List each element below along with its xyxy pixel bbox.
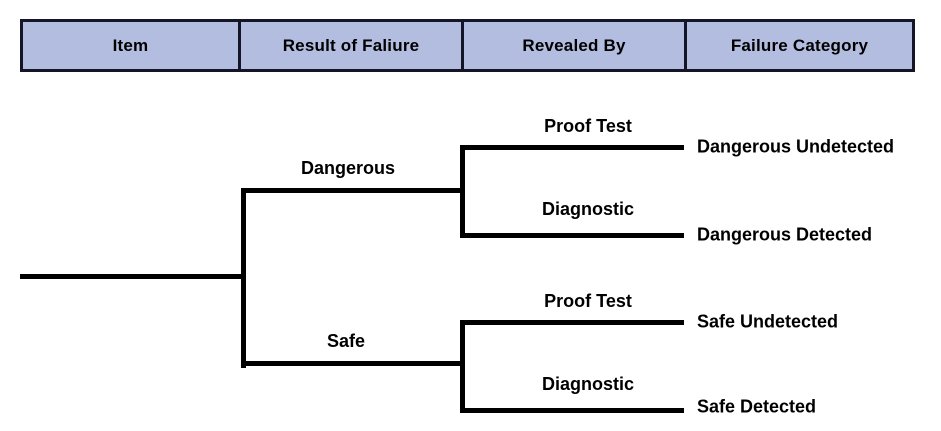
failure-category-safe-detected: Safe Detected <box>697 396 817 417</box>
revealed-by-label-diagnostic-dangerous: Diagnostic <box>541 199 635 219</box>
trunk-vertical-line <box>241 188 246 368</box>
leaf-line-dangerous-detected <box>460 233 684 238</box>
revealed-by-label-diagnostic-safe: Diagnostic <box>541 374 635 394</box>
column-header-item: Item <box>23 22 241 69</box>
revealed-by-label-proof-test-dangerous: Proof Test <box>544 116 632 136</box>
branch-label-dangerous: Dangerous <box>300 158 396 178</box>
subtrunk-vertical-line-dangerous <box>460 145 465 238</box>
branch-line-dangerous <box>241 188 465 193</box>
failure-classification-header-table: Item Result of Faliure Revealed By Failu… <box>20 19 915 72</box>
column-header-result-of-failure: Result of Faliure <box>241 22 464 69</box>
failure-category-dangerous-detected: Dangerous Detected <box>697 224 873 245</box>
leaf-line-dangerous-undetected <box>460 145 684 150</box>
leaf-line-safe-detected <box>460 408 684 413</box>
failure-category-safe-undetected: Safe Undetected <box>697 311 839 332</box>
subtrunk-vertical-line-safe <box>460 320 465 413</box>
branch-label-safe: Safe <box>326 331 366 351</box>
leaf-line-safe-undetected <box>460 320 684 325</box>
root-connector-line <box>20 274 246 279</box>
failure-category-dangerous-undetected: Dangerous Undetected <box>697 136 895 157</box>
column-header-failure-category: Failure Category <box>687 22 912 69</box>
column-header-revealed-by: Revealed By <box>464 22 687 69</box>
revealed-by-label-proof-test-safe: Proof Test <box>544 291 632 311</box>
branch-line-safe <box>241 361 465 366</box>
